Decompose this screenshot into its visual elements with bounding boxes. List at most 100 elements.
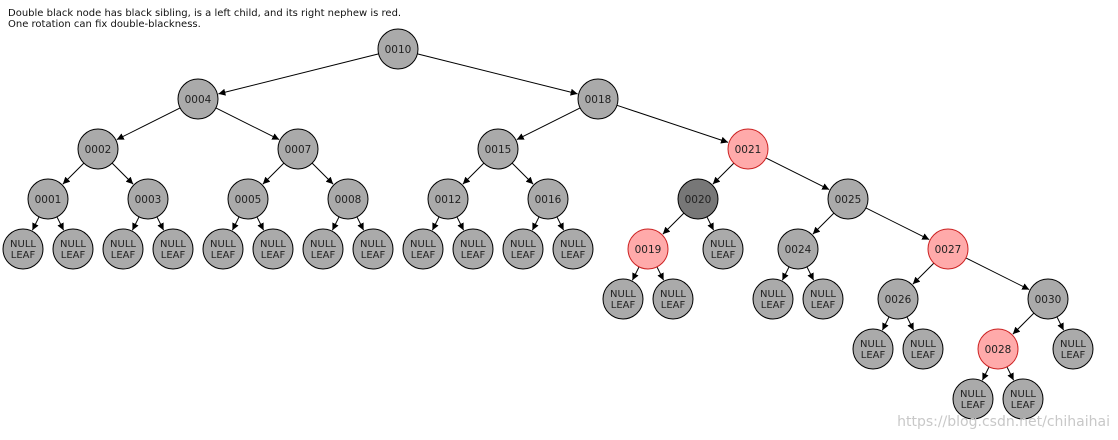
edge-n12-l12a — [431, 216, 440, 231]
node-circle — [427, 178, 469, 220]
edge-n4-n7 — [215, 107, 280, 141]
edge-n2-n1 — [62, 162, 85, 185]
null-leaf-label-line-2: LEAF — [911, 350, 936, 361]
edge-n16-l16a — [531, 216, 540, 231]
node-label: 0010 — [385, 44, 412, 56]
node-circle — [177, 78, 219, 120]
tree-node-0005: 0005 — [227, 178, 269, 220]
node-label: 0007 — [285, 144, 312, 156]
tree-node-0018: 0018 — [577, 78, 619, 120]
node-label: 0028 — [985, 344, 1012, 356]
edge-n20-l20b — [706, 216, 715, 231]
node-circle — [77, 128, 119, 170]
edge-n3-l3a — [131, 216, 140, 231]
edge-n27-n26 — [912, 262, 935, 285]
tree-node-0010: 0010 — [377, 28, 419, 70]
node-label: 0024 — [785, 244, 812, 256]
null-leaf-label-line-1: NULL — [10, 239, 36, 250]
node-circle — [527, 178, 569, 220]
null-leaf-label-line-1: NULL — [860, 339, 886, 350]
edge-n10-n4 — [218, 53, 379, 96]
edge-n1-l1b — [56, 216, 65, 231]
edge-n25-n27 — [865, 207, 930, 241]
edge-n15-n12 — [462, 162, 485, 185]
edge-n19-l19a — [631, 266, 640, 281]
node-label: 0025 — [835, 194, 862, 206]
node-circle — [677, 178, 719, 220]
null-leaf-label-line-1: NULL — [360, 239, 386, 250]
node-circle — [477, 128, 519, 170]
node-label: 0012 — [435, 194, 462, 206]
tree-node-0030: 0030 — [1027, 278, 1069, 320]
edge-n21-n25 — [765, 157, 830, 191]
node-label: 0027 — [935, 244, 962, 256]
edge-n30-l30b — [1056, 316, 1065, 331]
null-leaf-label-line-2: LEAF — [1061, 350, 1086, 361]
tree-node-0027: 0027 — [927, 228, 969, 270]
node-label: 0002 — [85, 144, 112, 156]
node-label: 0005 — [235, 194, 262, 206]
node-circle — [552, 228, 594, 270]
edge-n26-l26a — [881, 316, 890, 331]
edge-n28-l28a — [981, 366, 990, 381]
edge-n4-n2 — [116, 107, 181, 141]
node-circle — [777, 228, 819, 270]
node-circle — [627, 228, 669, 270]
tree-node-0008: 0008 — [327, 178, 369, 220]
edge-n15-n16 — [511, 162, 534, 185]
null-leaf-label-line-2: LEAF — [661, 300, 686, 311]
node-label: 0021 — [735, 144, 762, 156]
edge-n10-n18 — [417, 53, 578, 96]
null-leaf-label-line-2: LEAF — [461, 250, 486, 261]
node-circle — [27, 178, 69, 220]
node-circle — [252, 228, 294, 270]
edge-n18-n15 — [516, 107, 581, 141]
node-circle — [327, 178, 369, 220]
edge-n12-l12b — [456, 216, 465, 231]
null-leaf-label-line-1: NULL — [110, 239, 136, 250]
null-leaf-label-line-2: LEAF — [361, 250, 386, 261]
node-label: 0030 — [1035, 294, 1062, 306]
edge-n20-n19 — [662, 212, 685, 235]
null-leaf-label-line-1: NULL — [560, 239, 586, 250]
null-leaf-label-line-1: NULL — [810, 289, 836, 300]
null-leaf-label-line-1: NULL — [410, 239, 436, 250]
node-label: 0016 — [535, 194, 562, 206]
node-circle — [502, 228, 544, 270]
node-circle — [127, 178, 169, 220]
node-circle — [402, 228, 444, 270]
node-circle — [802, 278, 844, 320]
node-circle — [452, 228, 494, 270]
edge-n5-l5a — [231, 216, 240, 231]
null-leaf-label-line-2: LEAF — [211, 250, 236, 261]
null-leaf-label-line-2: LEAF — [961, 400, 986, 411]
null-leaf-label-line-1: NULL — [960, 389, 986, 400]
edge-n16-l16b — [556, 216, 565, 231]
null-leaf-label-line-1: NULL — [710, 239, 736, 250]
null-leaf-label-line-2: LEAF — [861, 350, 886, 361]
tree-node-0007: 0007 — [277, 128, 319, 170]
null-leaf-label-line-1: NULL — [910, 339, 936, 350]
null-leaf-label-line-1: NULL — [310, 239, 336, 250]
node-circle — [1027, 278, 1069, 320]
null-leaf-label-line-2: LEAF — [261, 250, 286, 261]
node-circle — [752, 278, 794, 320]
node-circle — [977, 328, 1019, 370]
edge-n24-l24b — [806, 266, 815, 281]
edge-n24-l24a — [781, 266, 790, 281]
node-circle — [877, 278, 919, 320]
tree-node-0016: 0016 — [527, 178, 569, 220]
null-leaf-label-line-1: NULL — [610, 289, 636, 300]
node-label: 0019 — [635, 244, 662, 256]
